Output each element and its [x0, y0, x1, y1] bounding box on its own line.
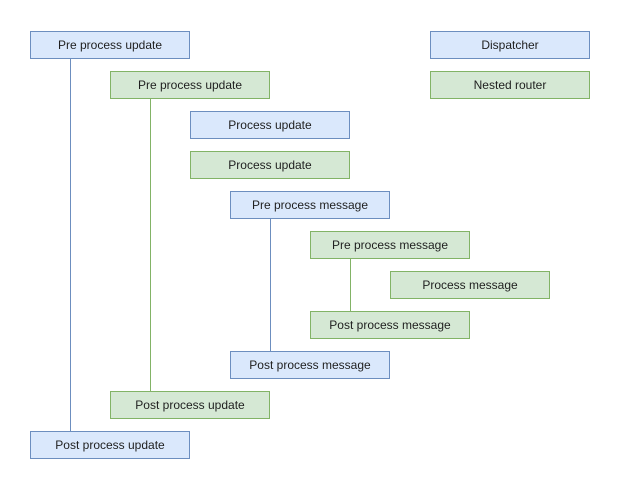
node-post-process-update-nested[interactable]: Post process update — [110, 391, 270, 419]
node-post-process-message-dispatcher[interactable]: Post process message — [230, 351, 390, 379]
lifeline-nested-message — [350, 259, 351, 311]
lifeline-nested-update — [150, 99, 151, 391]
node-pre-process-update-nested[interactable]: Pre process update — [110, 71, 270, 99]
node-post-process-message-nested[interactable]: Post process message — [310, 311, 470, 339]
lifeline-dispatcher-message — [270, 219, 271, 351]
lifeline-dispatcher-update — [70, 59, 71, 431]
node-pre-process-update-dispatcher[interactable]: Pre process update — [30, 31, 190, 59]
legend-item-nested-router[interactable]: Nested router — [430, 71, 590, 99]
node-post-process-update-dispatcher[interactable]: Post process update — [30, 431, 190, 459]
node-process-update-nested[interactable]: Process update — [190, 151, 350, 179]
node-process-update-dispatcher[interactable]: Process update — [190, 111, 350, 139]
legend-item-dispatcher[interactable]: Dispatcher — [430, 31, 590, 59]
node-process-message-nested[interactable]: Process message — [390, 271, 550, 299]
node-pre-process-message-dispatcher[interactable]: Pre process message — [230, 191, 390, 219]
node-pre-process-message-nested[interactable]: Pre process message — [310, 231, 470, 259]
